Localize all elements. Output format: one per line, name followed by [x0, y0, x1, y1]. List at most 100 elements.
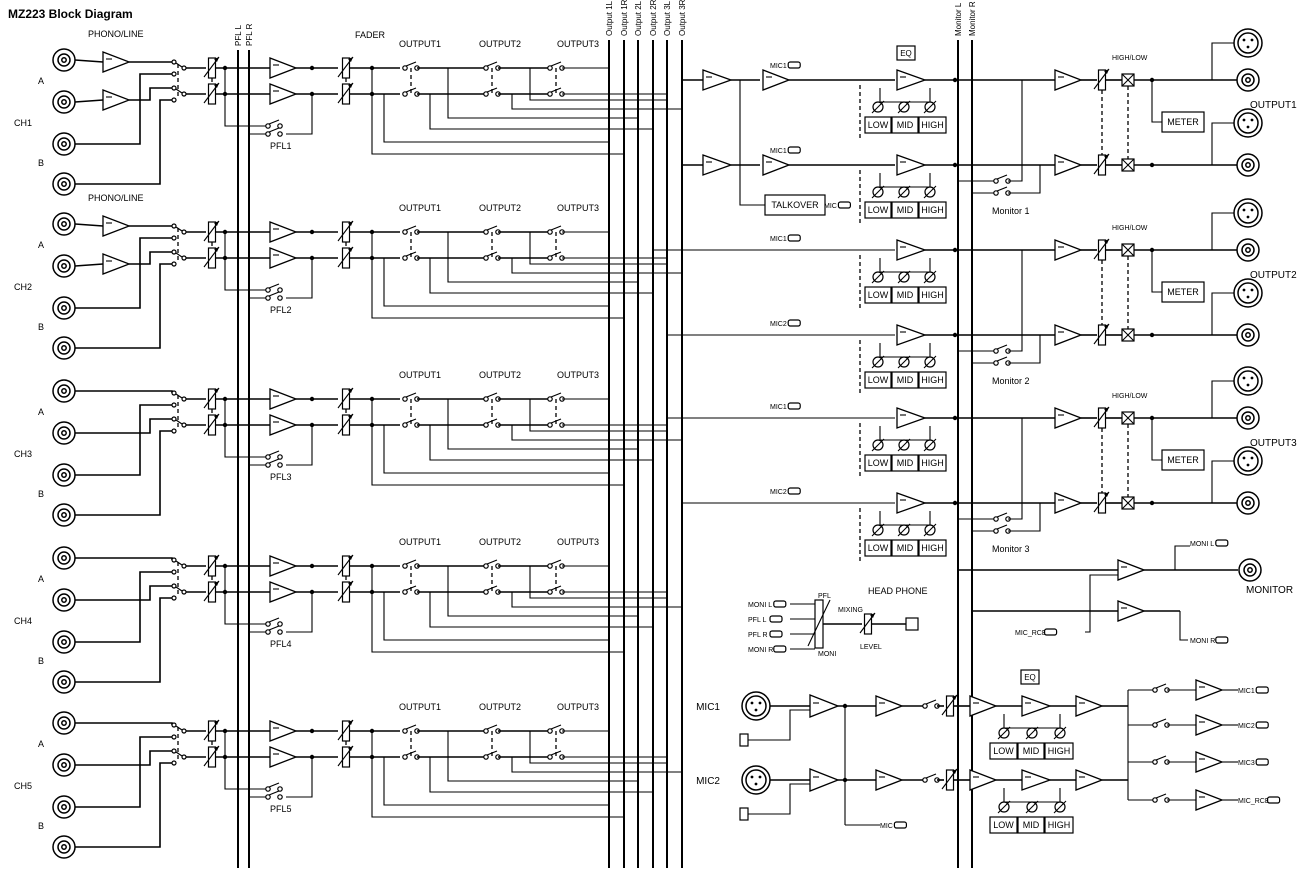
wire [286, 258, 313, 299]
switch-lever [550, 392, 562, 398]
phono-line-label: PHONO/LINE [88, 193, 144, 203]
mic-send-tag: MIC3 [1238, 760, 1255, 767]
selector-lever [175, 560, 183, 566]
mic-send-tag: MIC2 [1238, 723, 1255, 730]
mic-send-amp [1195, 714, 1224, 736]
mic-send-amp [1195, 751, 1224, 773]
switch-lever [1155, 718, 1167, 724]
switch-lever [268, 283, 280, 289]
wire [529, 566, 667, 599]
output-amplifier [1054, 154, 1083, 176]
xlr-pin [1250, 456, 1254, 460]
monitor-switch [993, 360, 999, 366]
switch-cross [1121, 158, 1135, 172]
eq-knob-arrow [923, 523, 937, 537]
output-switch [483, 255, 489, 261]
output-level [1097, 69, 1107, 91]
output-assign-label: OUTPUT2 [479, 39, 521, 49]
channel-amplifier [269, 555, 298, 577]
signal-tag-flag [837, 201, 852, 209]
output-switch [547, 422, 553, 428]
channel-amplifier [269, 720, 298, 742]
signal-tag-flag [787, 146, 801, 154]
wire [286, 592, 313, 633]
switch-contact [277, 786, 283, 792]
rca-jack-pin [1245, 500, 1251, 506]
wire [879, 173, 931, 188]
switch-lever [268, 450, 280, 456]
xlr-pin [750, 775, 754, 779]
output-label: OUTPUT2 [1250, 270, 1297, 281]
switch-lever [1155, 683, 1167, 689]
wire [383, 757, 609, 806]
bus-label: Output 2L [634, 0, 643, 36]
eq-low-box-frame [864, 286, 892, 304]
xlr-pin [1246, 383, 1250, 387]
eq-mid-box: MID [897, 458, 914, 468]
wire [224, 232, 262, 291]
output-assign-label: OUTPUT2 [479, 537, 521, 547]
signal-tag-flag [787, 487, 801, 495]
bus-label: Output 3L [663, 0, 672, 36]
variable-resistor-arrowhead [952, 769, 957, 774]
wire [75, 237, 172, 309]
xlr-pin [750, 701, 754, 705]
mic-send-amp [1195, 679, 1224, 701]
output-switch [402, 728, 408, 734]
diagram-title: MZ223 Block Diagram [8, 7, 133, 21]
output-switch [402, 396, 408, 402]
switch-lever [268, 119, 280, 125]
variable-resistor-arrowhead [348, 720, 353, 725]
eq-low-box-frame [989, 816, 1018, 834]
xlr-pin [1250, 208, 1254, 212]
rca-jack-pin [61, 512, 67, 518]
mic-eq-amp [1021, 769, 1052, 791]
selector-lever [175, 586, 183, 592]
headphone-level [863, 613, 873, 635]
xlr-connector-shell [1237, 282, 1259, 304]
eq-low-box-frame [864, 371, 892, 389]
switch-lever [405, 225, 417, 231]
wire [74, 99, 104, 103]
signal-tag-label: MIC1 [770, 236, 787, 243]
fader-label: FADER [355, 30, 386, 40]
wire [879, 343, 931, 358]
rca-jack-pin [61, 679, 67, 685]
switch-lever [550, 724, 562, 730]
mic-jack-icon [739, 807, 749, 821]
eq-low-box-frame [864, 116, 892, 134]
rca-jack-pin [61, 181, 67, 187]
wire [371, 566, 624, 653]
wire [286, 757, 313, 798]
gain-trim [207, 388, 217, 410]
wire [429, 425, 653, 461]
channel-fader [341, 388, 351, 410]
pfl-label: PFL4 [270, 639, 292, 649]
wire [879, 258, 931, 273]
variable-resistor-arrowhead [348, 414, 353, 419]
xlr-connector-shell [745, 695, 767, 717]
rca-jack-pin [1245, 332, 1251, 338]
junction-dot [309, 728, 315, 734]
channel-label: CH4 [14, 616, 32, 626]
signal-tag-label: MIC1 [770, 63, 787, 70]
output-level [1097, 239, 1107, 261]
junction-dot [1149, 500, 1155, 506]
signal-tag-flag [1255, 721, 1269, 729]
channel-label: CH1 [14, 118, 32, 128]
mic-out-amp [1075, 695, 1104, 717]
wire [383, 592, 609, 641]
output-switch [547, 589, 553, 595]
switch-lever [550, 559, 562, 565]
channel-fader [341, 83, 351, 105]
eq-high-box: HIGH [921, 543, 944, 553]
gain-trim [207, 414, 217, 436]
rca-jack-pin [61, 555, 67, 561]
selector-contact [171, 59, 177, 65]
output-switch [402, 422, 408, 428]
gain-trim [207, 555, 217, 577]
eq-knob-arrow [897, 100, 911, 114]
output-switch [402, 91, 408, 97]
wire [447, 566, 638, 617]
